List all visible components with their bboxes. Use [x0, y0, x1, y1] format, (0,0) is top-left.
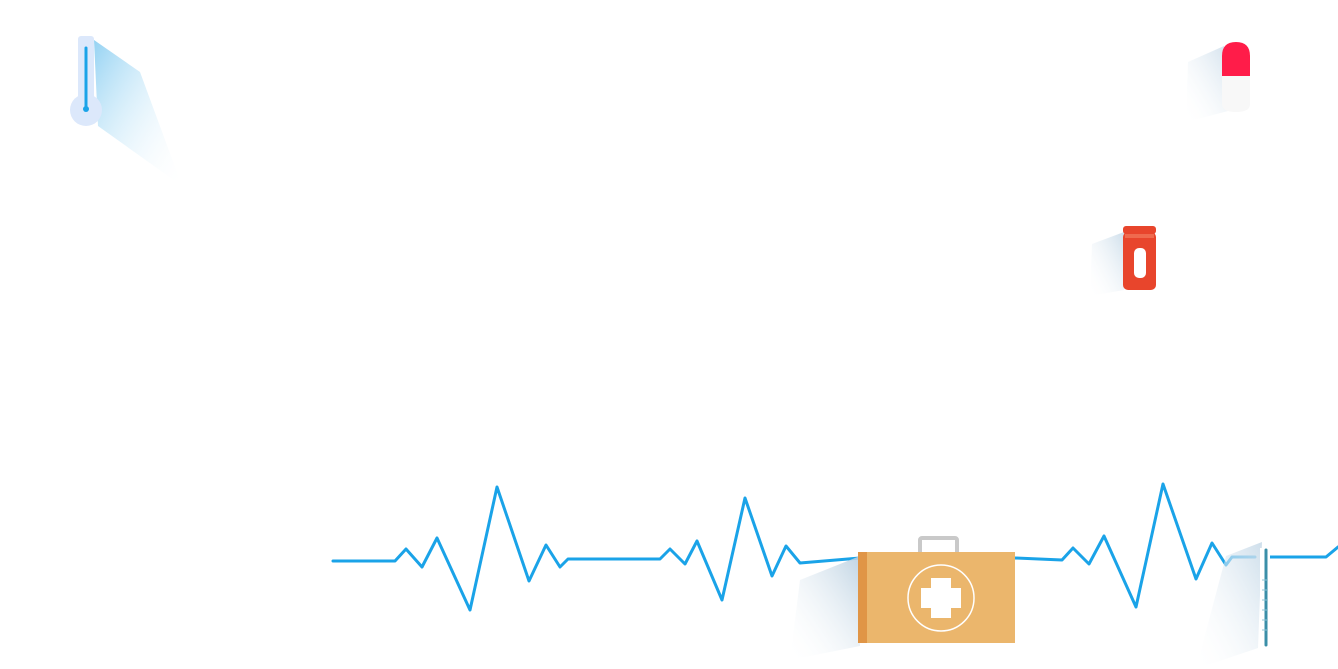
first-aid-kit-icon [790, 536, 1015, 660]
medicine-bottle-icon [1090, 226, 1156, 296]
capsule-icon [1186, 42, 1250, 122]
thermometer-icon [70, 36, 182, 186]
syringe-icon [1196, 542, 1270, 669]
